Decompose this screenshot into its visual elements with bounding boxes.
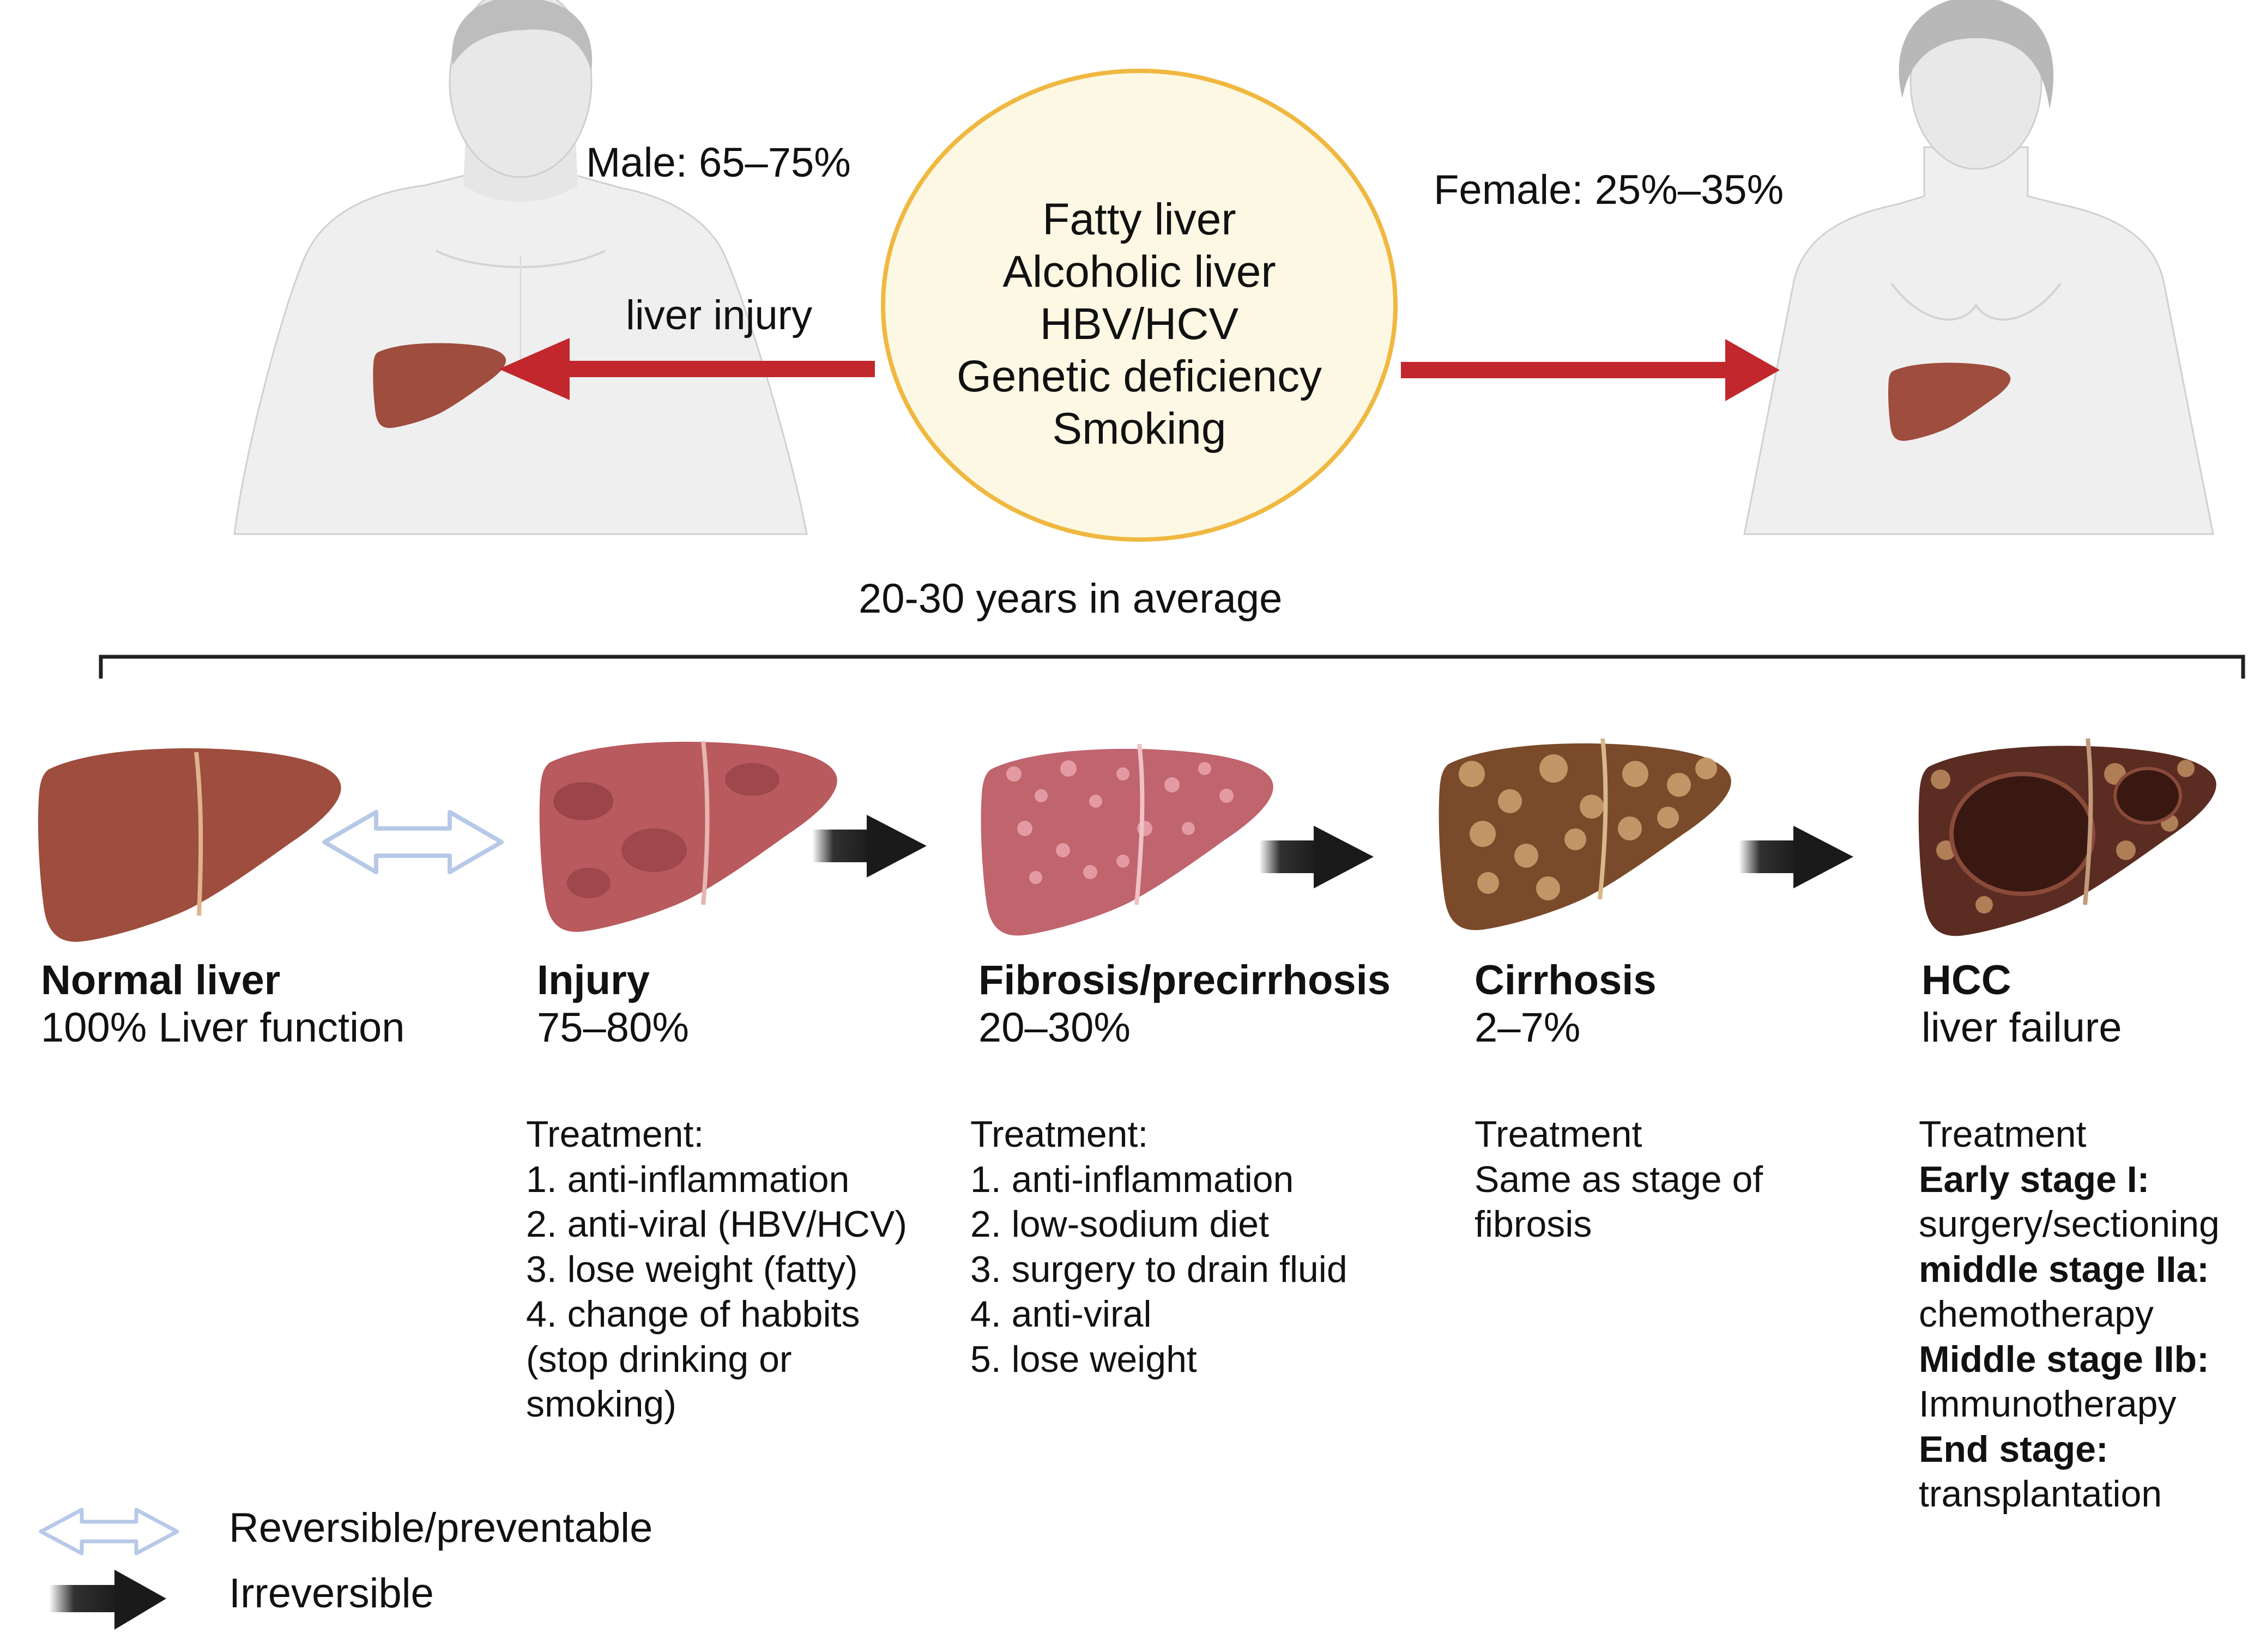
irreversible-arrow-3 (1739, 826, 1853, 888)
treatment-stage: Early stage I: (1919, 1158, 2150, 1200)
treatment-line: Treatment: (970, 1114, 1149, 1155)
treatment-stage: End stage: (1919, 1428, 2108, 1470)
treatment-heading: Treatment (1919, 1114, 2087, 1155)
risk-factor-circle (881, 69, 1398, 542)
liver-fibrosis (981, 743, 1273, 936)
treatment-line: 4. change of habbits (526, 1293, 860, 1335)
liver-injury-label: liver injury (626, 292, 813, 338)
stage-title: Injury (537, 957, 650, 1003)
treatment-line: 4. anti-viral (970, 1293, 1152, 1335)
stage-fibrosis: Fibrosis/precirrhosis 20–30% (978, 957, 1391, 1051)
treatment-cirrhosis: Treatment Same as stage of fibrosis (1475, 1112, 1763, 1247)
female-label: Female: 25%–35% (1434, 167, 1784, 213)
treatment-line: fibrosis (1475, 1203, 1592, 1245)
risk-factor-item: Genetic deficiency (956, 352, 1322, 401)
treatment-line: 2. low-sodium diet (970, 1203, 1270, 1245)
risk-factor-list: Fatty liver Alcoholic liver HBV/HCV Gene… (883, 193, 1395, 455)
reversible-arrow (322, 810, 504, 874)
legend-irreversible-label: Irreversible (229, 1570, 434, 1617)
treatment-line: 2. anti-viral (HBV/HCV) (526, 1203, 908, 1245)
red-arrow-right (1401, 339, 1780, 401)
stage-subtitle: 100% Liver function (41, 1004, 405, 1051)
treatment-line: (stop drinking or (526, 1338, 792, 1380)
liver-cirrhosis (1439, 738, 1731, 930)
risk-factor-item: HBV/HCV (1040, 299, 1239, 349)
stage-subtitle: 75–80% (537, 1004, 689, 1051)
irreversible-arrow-1 (812, 815, 927, 878)
timeline-label: 20-30 years in average (859, 576, 1283, 622)
male-label: Male: 65–75% (586, 140, 851, 186)
legend-irreversible-icon (49, 1570, 166, 1630)
risk-factor-item: Alcoholic liver (1002, 247, 1276, 296)
stage-injury: Injury 75–80% (537, 957, 689, 1051)
treatment-line: Same as stage of (1475, 1158, 1763, 1200)
stage-title: Normal liver (41, 957, 281, 1003)
timeline-bracket (99, 655, 2245, 679)
treatment-line: 1. anti-inflammation (526, 1158, 850, 1200)
risk-factor-item: Smoking (1052, 404, 1226, 453)
stage-title: HCC (1921, 957, 2011, 1003)
female-figure (1743, 0, 2214, 535)
treatment-line: Treatment (1475, 1114, 1642, 1155)
hcc-tumor-large (1949, 772, 2095, 896)
stage-normal: Normal liver 100% Liver function (41, 957, 405, 1051)
female-body (1743, 146, 2214, 535)
liver-injury (539, 741, 837, 932)
treatment-line: 3. lose weight (fatty) (526, 1248, 858, 1290)
female-hair (1899, 0, 2054, 109)
male-figure (233, 0, 808, 535)
male-hair (452, 0, 593, 71)
treatment-therapy: chemotherapy (1919, 1293, 2154, 1335)
treatment-line: 5. lose weight (970, 1338, 1197, 1380)
treatment-stage: Middle stage IIb: (1919, 1338, 2209, 1380)
treatment-line: Treatment: (526, 1114, 704, 1155)
treatment-therapy: Immunotherapy (1919, 1383, 2177, 1425)
liver-hcc (1918, 738, 2216, 936)
stage-title: Cirrhosis (1475, 957, 1657, 1003)
treatment-hcc: Treatment Early stage I: surgery/section… (1919, 1112, 2220, 1517)
stage-cirrhosis: Cirrhosis 2–7% (1475, 957, 1657, 1051)
treatment-line: 3. surgery to drain fluid (970, 1248, 1347, 1290)
treatment-therapy: surgery/sectioning (1919, 1203, 2220, 1245)
treatment-injury: Treatment: 1. anti-inflammation 2. anti-… (526, 1112, 907, 1427)
hcc-tumor-small (2113, 767, 2182, 825)
stage-hcc: HCC liver failure (1921, 957, 2122, 1051)
legend-reversible-icon (39, 1508, 179, 1556)
legend-reversible-label: Reversible/preventable (229, 1505, 653, 1551)
treatment-fibrosis: Treatment: 1. anti-inflammation 2. low-s… (970, 1112, 1347, 1382)
stage-subtitle: 2–7% (1475, 1004, 1581, 1051)
risk-factor-item: Fatty liver (1042, 195, 1236, 244)
liver-normal (38, 748, 341, 942)
treatment-therapy: transplantation (1919, 1473, 2162, 1515)
treatment-line: 1. anti-inflammation (970, 1158, 1294, 1200)
irreversible-arrow-2 (1259, 826, 1374, 888)
stage-subtitle: liver failure (1921, 1004, 2122, 1051)
treatment-stage: middle stage IIa: (1919, 1248, 2209, 1290)
male-head (449, 0, 593, 178)
treatment-line: smoking) (526, 1383, 676, 1425)
stage-title: Fibrosis/precirrhosis (978, 957, 1391, 1003)
red-arrow-left (499, 338, 875, 400)
stage-subtitle: 20–30% (978, 1004, 1131, 1051)
